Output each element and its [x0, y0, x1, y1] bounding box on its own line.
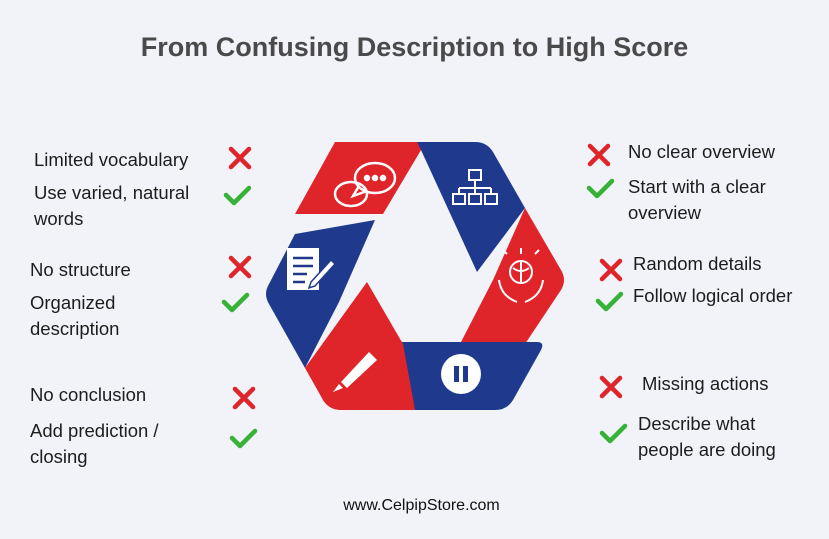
- right-bad-2: Random details: [633, 253, 762, 274]
- check-icon: [595, 291, 624, 312]
- left-good-1: Use varied, natural words: [34, 182, 190, 229]
- left-good-3: Add prediction / closing: [30, 420, 159, 467]
- cross-icon: [228, 146, 252, 170]
- speech-bubbles-icon: [333, 161, 397, 208]
- left-bad-2: No structure: [30, 259, 131, 280]
- left-good-2: Organized description: [30, 292, 120, 339]
- check-icon: [223, 185, 252, 206]
- page-title: From Confusing Description to High Score: [140, 32, 689, 62]
- check-icon: [599, 423, 628, 444]
- left-bad-1: Limited vocabulary: [34, 149, 189, 170]
- document-edit-icon: [287, 248, 337, 290]
- right-bad-3: Missing actions: [642, 373, 769, 394]
- cross-icon: [232, 386, 256, 410]
- brain-in-hands-icon: [498, 248, 544, 303]
- right-bad-1: No clear overview: [628, 141, 776, 162]
- right-good-3: Describe what people are doing: [638, 413, 776, 460]
- right-good-2: Follow logical order: [633, 285, 793, 306]
- left-bad-3: No conclusion: [30, 384, 147, 405]
- check-icon: [221, 292, 250, 313]
- cycle-diagram: [266, 142, 564, 410]
- cross-icon: [599, 375, 623, 399]
- cross-icon: [587, 143, 611, 167]
- cross-icon: [228, 255, 252, 279]
- check-icon: [586, 178, 615, 199]
- hierarchy-icon: [452, 169, 498, 205]
- check-icon: [229, 428, 258, 449]
- cycle-segment-top-right: [417, 142, 525, 272]
- pencil-icon: [333, 352, 377, 392]
- pause-icon: [441, 354, 481, 394]
- cycle-segment-bottom-left: [305, 282, 415, 410]
- cycle-segment-top-left: [295, 142, 423, 214]
- website-url: www.CelpipStore.com: [343, 497, 500, 514]
- cross-icon: [599, 258, 623, 282]
- right-good-1: Start with a clear overview: [628, 176, 766, 223]
